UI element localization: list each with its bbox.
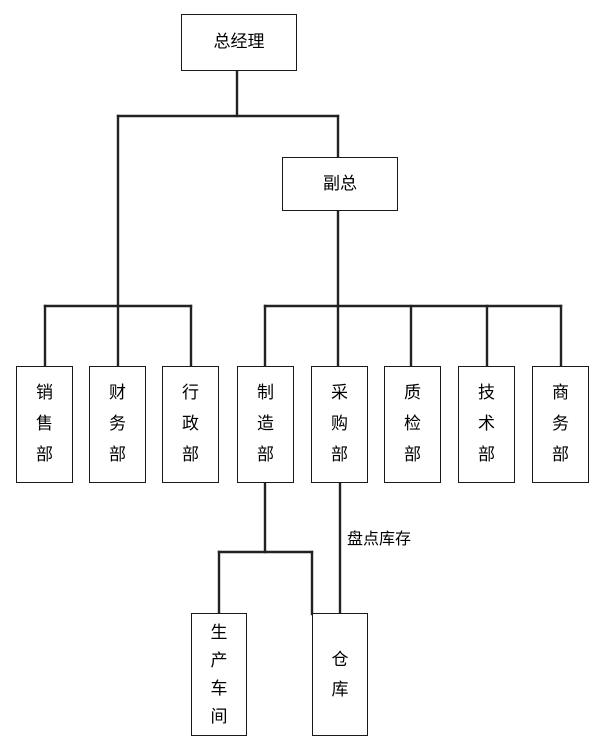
- node-finance-dept-label: 财务部: [109, 383, 126, 465]
- node-quality-dept: 质检部: [384, 366, 441, 483]
- node-admin-dept-label: 行政部: [182, 383, 199, 465]
- node-sales-dept-label: 销售部: [36, 383, 53, 465]
- node-technology-dept: 技术部: [458, 366, 515, 483]
- node-manufacturing-dept-label: 制造部: [257, 383, 274, 465]
- node-sales-dept: 销售部: [16, 366, 73, 483]
- node-business-dept: 商务部: [532, 366, 589, 483]
- node-warehouse: 仓库: [312, 613, 368, 736]
- node-technology-dept-label: 技术部: [478, 383, 495, 465]
- node-admin-dept: 行政部: [162, 366, 219, 483]
- node-quality-dept-label: 质检部: [404, 383, 421, 465]
- inventory-note: 盘点库存: [347, 529, 412, 548]
- node-deputy-gm-label: 副总: [323, 173, 357, 194]
- node-warehouse-label: 仓库: [331, 649, 349, 700]
- node-manufacturing-dept: 制造部: [237, 366, 294, 483]
- node-production-workshop: 生产车间: [191, 613, 247, 736]
- node-general-manager-label: 总经理: [213, 32, 265, 53]
- node-general-manager: 总经理: [181, 14, 297, 71]
- node-finance-dept: 财务部: [89, 366, 146, 483]
- node-deputy-gm: 副总: [282, 157, 398, 211]
- node-purchasing-dept: 采购部: [311, 366, 368, 483]
- node-production-workshop-label: 生产车间: [210, 622, 228, 727]
- node-business-dept-label: 商务部: [552, 383, 569, 465]
- node-purchasing-dept-label: 采购部: [331, 383, 348, 465]
